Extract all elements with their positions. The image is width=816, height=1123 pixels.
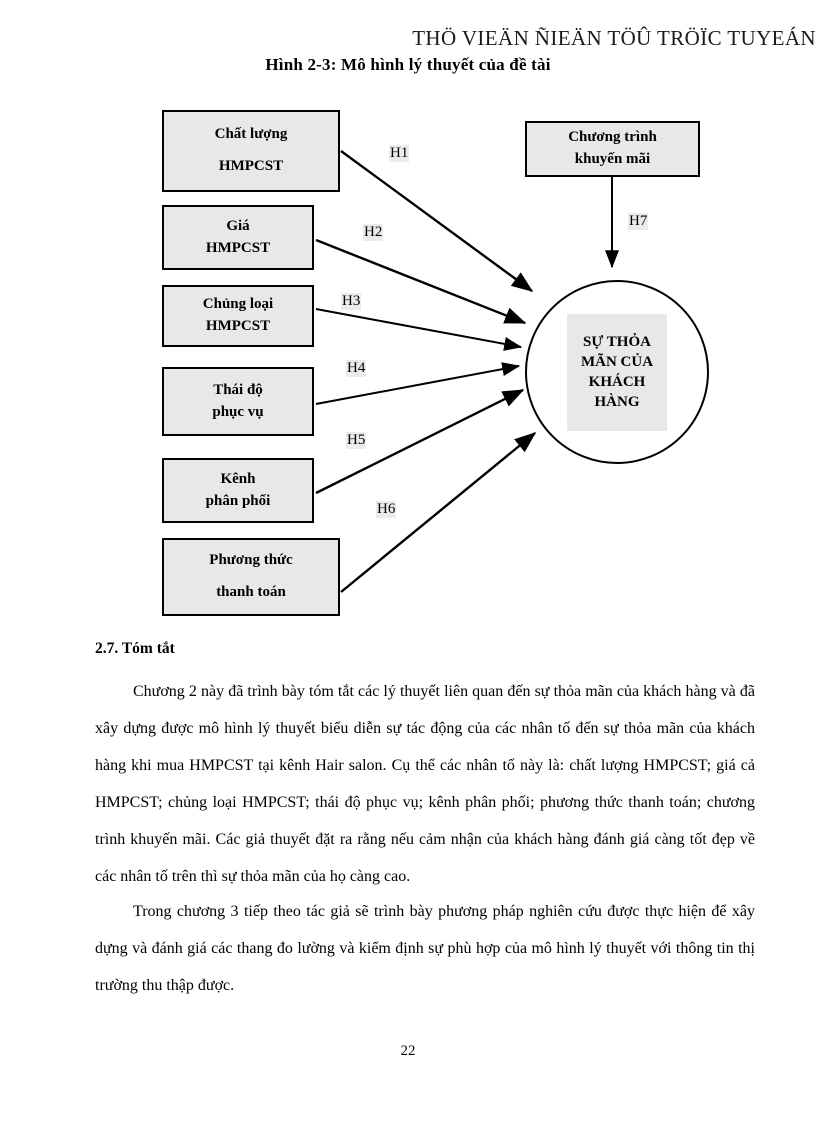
node-chung-loai[interactable]: Chủng loại HMPCST	[162, 285, 314, 347]
edge-label-h2: H2	[363, 224, 384, 241]
node-phuong-thuc-line2: thanh toán	[216, 584, 286, 600]
node-su-thoa-man-line1: SỰ THỎA	[583, 333, 651, 350]
edge-h4-line	[315, 362, 521, 405]
node-gia-line2: HMPCST	[205, 239, 271, 256]
edge-label-h4: H4	[346, 360, 367, 377]
node-chuong-trinh-line1: Chương trình	[568, 129, 657, 146]
node-su-thoa-man-line3: KHÁCH	[588, 374, 646, 390]
node-thai-do[interactable]: Thái độ phục vụ	[162, 367, 314, 436]
figure-caption: Hình 2-3: Mô hình lý thuyết của đề tài	[265, 55, 551, 74]
node-kenh-phan-phoi-line1: Kênh	[220, 470, 256, 487]
node-su-thoa-man-label: SỰ THỎA MÃN CỦA KHÁCH HÀNG	[566, 313, 668, 431]
node-gia[interactable]: Giá HMPCST	[162, 205, 314, 270]
node-kenh-phan-phoi[interactable]: Kênh phân phối	[162, 458, 314, 523]
node-thai-do-line1: Thái độ	[213, 381, 263, 398]
node-gia-line1: Giá	[226, 217, 250, 234]
edge-h5-line	[315, 388, 525, 495]
node-phuong-thuc[interactable]: Phương thức thanh toán	[162, 538, 340, 616]
node-kenh-phan-phoi-line2: phân phối	[205, 492, 271, 509]
edge-label-h6: H6	[376, 501, 397, 518]
node-chat-luong-line2: HMPCST	[218, 158, 284, 174]
summary-paragraph-2: Trong chương 3 tiếp theo tác giả sẽ trìn…	[95, 903, 755, 994]
summary-paragraph-1: Chương 2 này đã trình bày tóm tắt các lý…	[95, 683, 755, 885]
edge-h6-line	[340, 432, 537, 593]
node-chung-loai-line2: HMPCST	[205, 318, 271, 334]
node-chat-luong-line1: Chất lượng	[214, 126, 288, 143]
node-chung-loai-line1: Chủng loại	[202, 296, 274, 313]
section-heading-2-7: 2.7. Tóm tắt	[95, 640, 175, 657]
node-chuong-trinh[interactable]: Chương trình khuyến mãi	[525, 121, 700, 177]
edge-label-h5: H5	[346, 432, 367, 449]
node-chuong-trinh-line2: khuyến mãi	[574, 151, 651, 167]
page-number: 22	[400, 1043, 416, 1059]
edge-label-h3: H3	[341, 293, 362, 310]
edge-h1-line	[340, 150, 534, 292]
edge-label-h7: H7	[628, 213, 649, 230]
node-su-thoa-man[interactable]: SỰ THỎA MÃN CỦA KHÁCH HÀNG	[525, 280, 709, 464]
edge-label-h1: H1	[389, 145, 410, 162]
library-watermark: THÖ VIEÄN ÑIEÄN TÖÛ TRÖÏC TUYEÁN	[412, 26, 816, 50]
node-su-thoa-man-line2: MÃN CỦA	[580, 353, 654, 370]
edge-h3-line	[315, 308, 523, 351]
node-chat-luong[interactable]: Chất lượng HMPCST	[162, 110, 340, 192]
node-thai-do-line2: phục vụ	[212, 403, 264, 420]
node-phuong-thuc-line1: Phương thức	[209, 552, 293, 569]
edge-h2-line	[315, 238, 527, 325]
node-su-thoa-man-line4: HÀNG	[594, 394, 640, 411]
diagram-connectors-layer	[315, 150, 619, 593]
research-model-diagram: Chất lượng HMPCST Giá HMPCST Chủng loại …	[95, 95, 735, 640]
